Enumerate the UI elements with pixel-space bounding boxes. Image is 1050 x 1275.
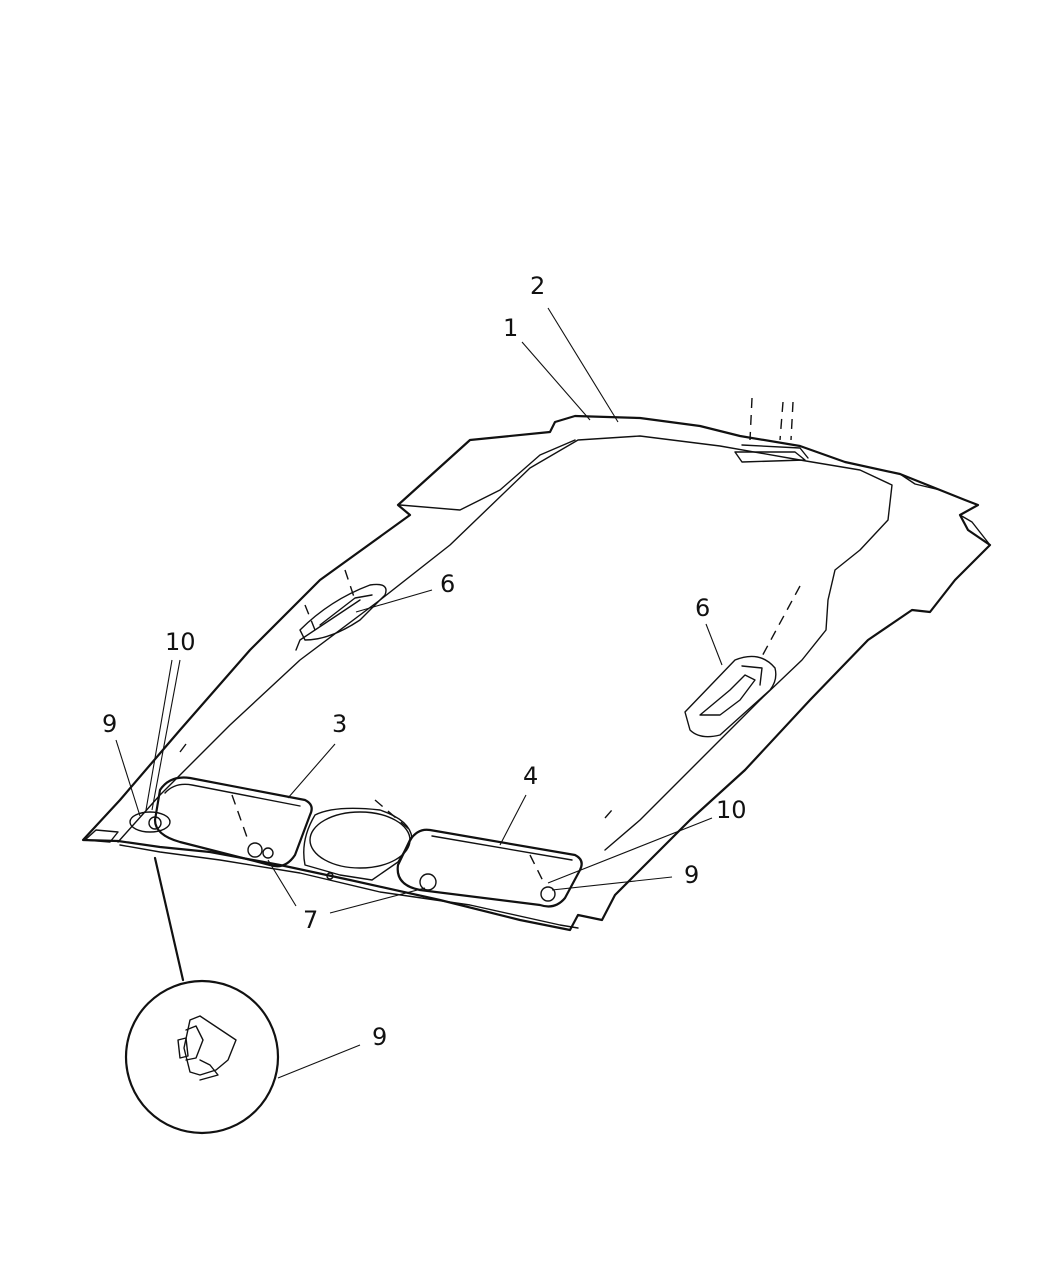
- callout-6-rear: 6: [695, 594, 710, 622]
- callout-10-right: 10: [716, 796, 747, 824]
- callout-2: 2: [530, 272, 545, 300]
- headliner-panel: [81, 414, 992, 932]
- dash-mark: [604, 809, 613, 819]
- callout-labels: 2 1 3 4 6 6 7 9 9 9 10 10: [102, 272, 747, 1051]
- assist-handle-front: [299, 569, 387, 641]
- dash-mark: [179, 743, 187, 753]
- callout-3: 3: [332, 710, 347, 738]
- detail-circle-clip: [124, 856, 280, 1135]
- overhead-console: [303, 799, 413, 881]
- callout-10-left: 10: [165, 628, 196, 656]
- assist-handle-rear: [684, 585, 801, 738]
- rear-dome-lamp: [734, 397, 809, 463]
- callout-1: 1: [503, 314, 518, 342]
- callout-9-right: 9: [684, 861, 699, 889]
- leader-lines: [115, 307, 723, 1079]
- callout-6-front: 6: [440, 570, 455, 598]
- visor-right: [396, 828, 583, 908]
- callout-4: 4: [523, 762, 538, 790]
- callout-9-detail: 9: [372, 1023, 387, 1051]
- callout-7: 7: [303, 906, 318, 934]
- visor-left: [153, 776, 313, 868]
- callout-9-left: 9: [102, 710, 117, 738]
- left-visor-clip: [129, 811, 171, 833]
